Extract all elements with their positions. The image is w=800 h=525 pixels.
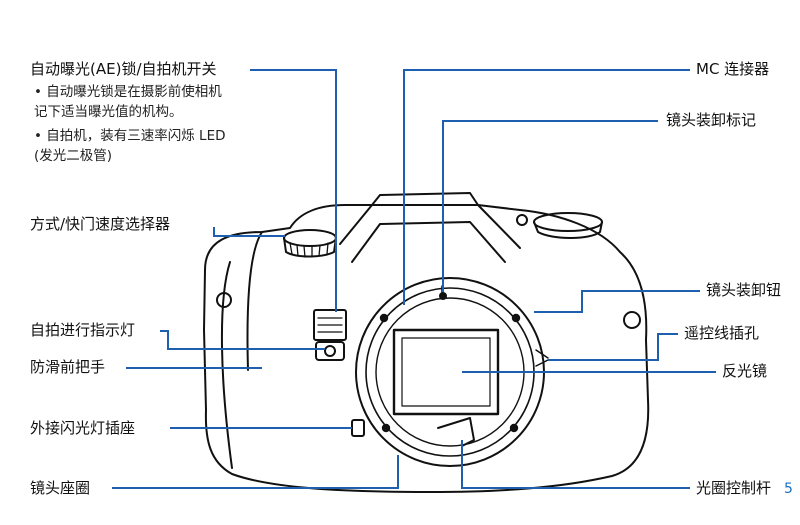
grip-contour	[220, 261, 233, 469]
leader-lines	[112, 69, 716, 489]
label-self-timer-lamp: 自拍进行指示灯	[30, 321, 136, 339]
camera-illustration	[203, 192, 650, 493]
release-button-drawing	[623, 311, 641, 329]
ae-note-line-4: (发光二极管)	[34, 148, 113, 164]
label-grip: 防滑前把手	[30, 358, 106, 376]
ae-note-line-1: • 自动曝光锁是在摄影前使相机	[34, 84, 222, 100]
ae-lock-switch	[313, 309, 347, 341]
prism-housing	[339, 204, 521, 249]
label-aperture-lever: 光圈控制杆	[696, 479, 772, 497]
label-lens-mount: 镜头座圈	[30, 479, 91, 497]
page-number: 5	[784, 481, 793, 497]
label-mount-mark: 镜头装卸标记	[666, 111, 757, 129]
label-mirror: 反光镜	[722, 362, 768, 380]
label-release-button: 镜头装卸钮	[706, 281, 782, 299]
label-mc-connector: MC 连接器	[696, 60, 770, 78]
label-mode-dial: 方式/快门速度选择器	[30, 215, 171, 233]
self-timer-lamp	[315, 341, 345, 361]
ae-note-line-2: 记下适当曝光值的机构。	[34, 104, 183, 120]
aperture-lever-drawing	[437, 417, 475, 447]
label-remote-socket: 遥控线插孔	[684, 324, 760, 342]
label-flash-socket: 外接闪光灯插座	[30, 419, 136, 437]
camera-body-outline	[203, 192, 650, 493]
ae-note-line-3: • 自拍机，装有三速率闪烁 LED	[34, 128, 226, 144]
label-ae-lock: 自动曝光(AE)锁/自拍机开关	[30, 60, 217, 78]
